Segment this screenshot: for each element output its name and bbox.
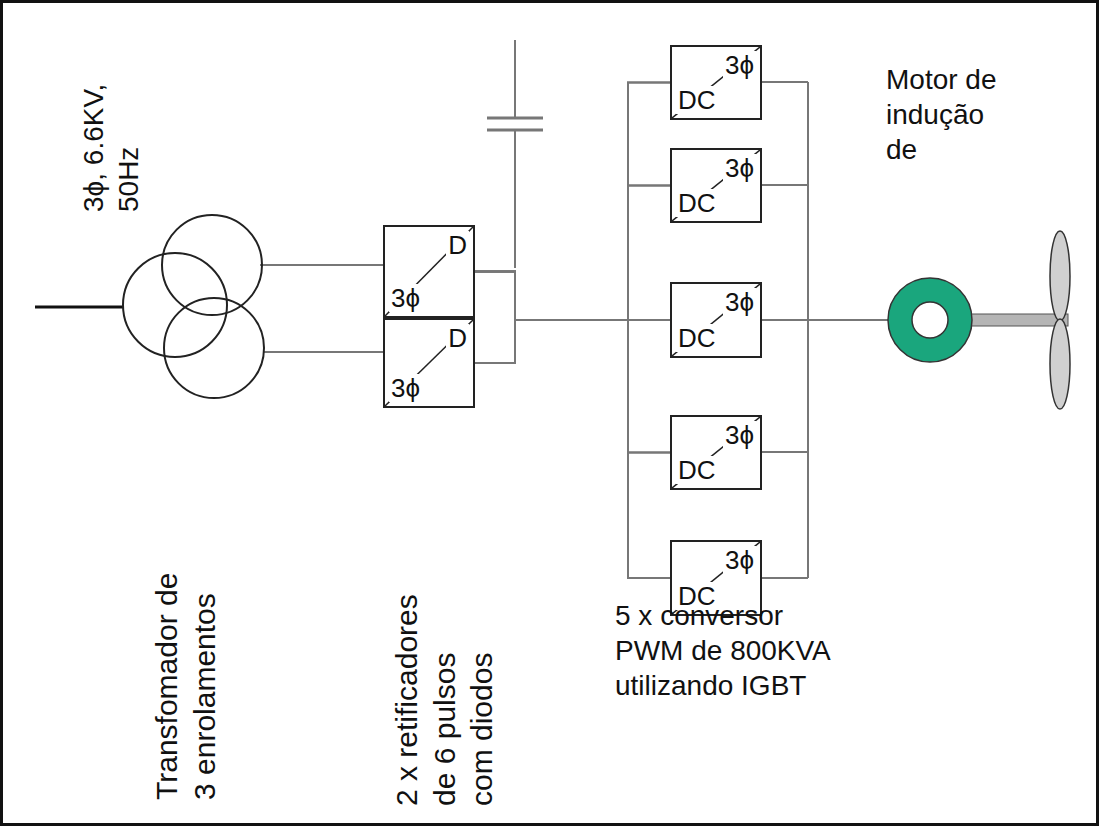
dc-bus-wire — [475, 320, 670, 578]
rectifier-box: D 3ϕ — [383, 318, 475, 408]
transformer-winding — [162, 215, 262, 315]
secondary-wire — [260, 264, 383, 266]
output-wire — [762, 184, 808, 186]
secondary-wire — [263, 351, 383, 353]
dc-bus-wire — [475, 320, 670, 363]
text-line: PWM de 800KVA — [615, 633, 831, 668]
capacitor-plate — [487, 117, 543, 120]
text-line: 50Hz — [111, 84, 146, 212]
capacitor-lead — [514, 40, 516, 118]
box-label: DC — [676, 324, 718, 352]
transformer-caption: Transfomador de 3 enrolamentos — [148, 573, 223, 800]
propeller-blade — [1050, 231, 1070, 321]
diagonal-line — [672, 417, 760, 488]
text-line: indução — [886, 97, 997, 132]
output-wire — [762, 451, 808, 453]
rectifier-caption: 2 x retificadores de 6 pulsos com diodos — [388, 594, 501, 806]
propeller-blade — [1050, 319, 1070, 409]
transformer-winding — [164, 298, 264, 398]
box-label: 3ϕ — [389, 374, 422, 402]
converter-box: 3ϕDC — [670, 415, 762, 490]
diagonal-line — [385, 320, 473, 406]
converter-box: 3ϕDC — [670, 282, 762, 358]
diagonal-line — [672, 284, 760, 356]
box-label: DC — [676, 189, 718, 217]
box-label: 3ϕ — [723, 154, 756, 182]
text-line: com diodos — [463, 594, 501, 806]
box-label: 3ϕ — [723, 546, 756, 574]
text-line: 3ϕ, 6.6KV, — [76, 84, 111, 212]
motor-caption: Motor de indução de — [886, 62, 997, 167]
rectifier-box: D 3ϕ — [383, 225, 475, 318]
dc-bus-wire — [475, 320, 670, 453]
motor-bore — [912, 302, 948, 338]
text-line: Transfomador de — [148, 573, 186, 800]
dc-bus-wire — [475, 186, 670, 321]
text-line: utilizando IGBT — [615, 668, 831, 703]
output-wire — [762, 319, 808, 321]
motor-shaft — [968, 314, 1068, 326]
dc-bus-wire — [475, 272, 670, 321]
box-label: DC — [676, 86, 718, 114]
box-label: D — [446, 324, 469, 352]
output-wire — [762, 577, 808, 579]
transformer-winding — [123, 253, 227, 357]
box-label: D — [446, 231, 469, 259]
converter-box: 3ϕDC — [670, 148, 762, 223]
text-line: Motor de — [886, 62, 997, 97]
converter-caption: 5 x conversor PWM de 800KVA utilizando I… — [615, 598, 831, 703]
diagonal-line — [385, 227, 473, 316]
dc-bus-wire — [475, 83, 670, 321]
box-label: 3ϕ — [389, 284, 422, 312]
dc-bus-wire — [475, 186, 670, 364]
dc-bus-wire — [475, 272, 670, 579]
text-line: de 6 pulsos — [426, 594, 464, 806]
diagonal-line — [672, 47, 760, 118]
text-line: 5 x conversor — [615, 598, 831, 633]
supply-line — [35, 306, 124, 309]
box-label: 3ϕ — [723, 421, 756, 449]
output-bus — [807, 82, 809, 578]
box-label: 3ϕ — [723, 51, 756, 79]
diagonal-line — [672, 150, 760, 221]
output-wire — [762, 81, 808, 83]
box-label: 3ϕ — [723, 288, 756, 316]
supply-rating: 3ϕ, 6.6KV, 50Hz — [76, 84, 146, 212]
box-label: DC — [676, 456, 718, 484]
capacitor-lead — [514, 130, 516, 268]
induction-motor — [888, 278, 972, 362]
text-line: de — [886, 132, 997, 167]
converter-box: 3ϕDC — [670, 45, 762, 120]
text-line: 3 enrolamentos — [186, 573, 224, 800]
motor-feed — [808, 319, 888, 321]
text-line: 2 x retificadores — [388, 594, 426, 806]
